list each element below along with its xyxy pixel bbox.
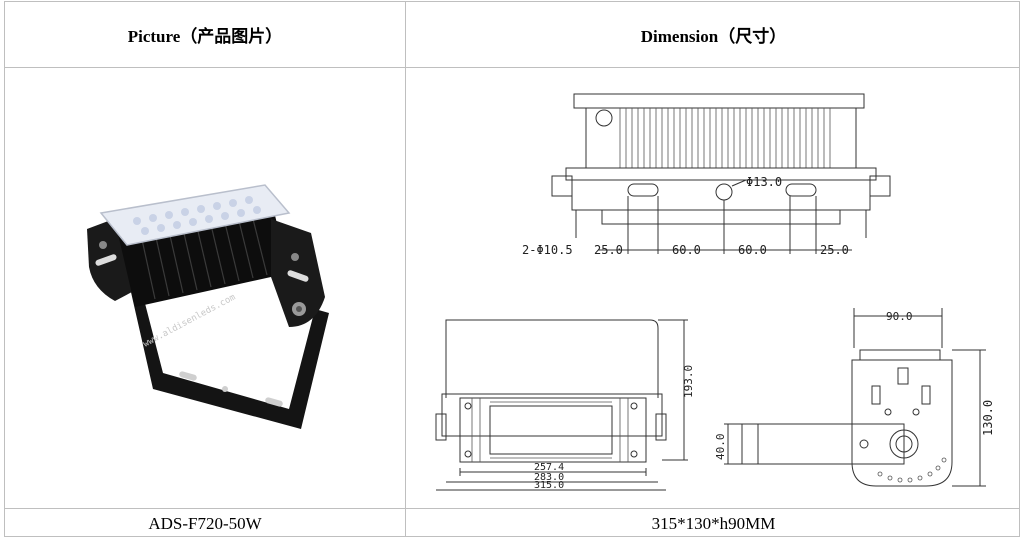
product-spec-table: Picture（产品图片） Dimension（尺寸）	[4, 1, 1020, 537]
mounting-bracket	[123, 257, 329, 429]
slot-label: 2-Φ10.5	[522, 243, 573, 257]
width-315: 315.0	[534, 480, 564, 491]
header-picture: Picture（产品图片）	[127, 27, 283, 46]
front-view: 193.0 257.4 283.0 315.0	[435, 319, 695, 491]
footer-divider	[5, 508, 1019, 509]
dim-60-right: 60.0	[738, 243, 767, 257]
dim-25-right: 25.0	[820, 243, 849, 257]
width-257: 257.4	[534, 462, 564, 473]
header-divider	[5, 67, 1019, 68]
top-view: Φ13.0 2-Φ10.5 25.0 60.0 60.0 25.0	[522, 93, 891, 257]
dim-60-left: 60.0	[672, 243, 701, 257]
width-90: 90.0	[886, 310, 913, 323]
column-divider	[405, 2, 406, 536]
dimension-drawing: Φ13.0 2-Φ10.5 25.0 60.0 60.0 25.0	[435, 93, 995, 491]
width-283: 283.0	[534, 472, 564, 483]
side-view: 90.0 40.0 130.0	[714, 308, 995, 487]
height-130: 130.0	[981, 400, 995, 436]
model-number: ADS-F720-50W	[148, 513, 262, 533]
hole-label: Φ13.0	[746, 175, 782, 189]
height-193: 193.0	[682, 365, 695, 398]
bracket-40: 40.0	[714, 434, 727, 461]
product-photo: www.aldisenleds.com	[87, 184, 329, 429]
dim-25-left: 25.0	[594, 243, 623, 257]
product-size: 315*130*h90MM	[651, 513, 776, 533]
header-dimension: Dimension（尺寸）	[640, 27, 787, 46]
